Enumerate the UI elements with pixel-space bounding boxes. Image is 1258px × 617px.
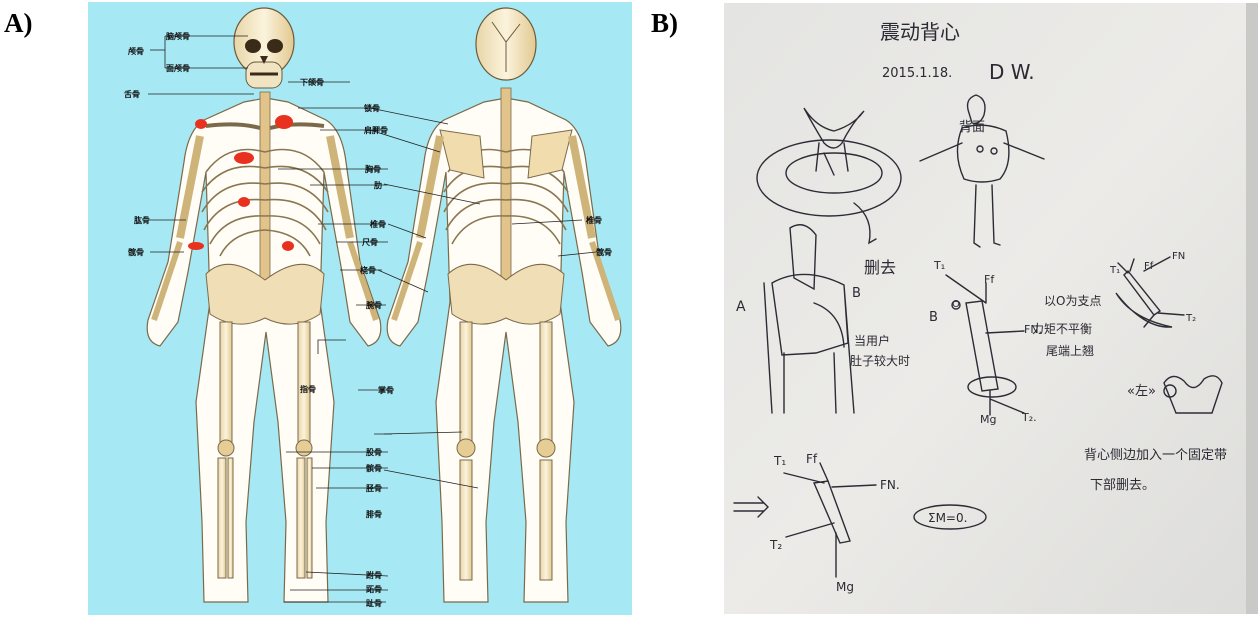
sketch-page: 震动背心 2015.1.18. D W. xyxy=(724,3,1258,614)
design-sketch: 震动背心 2015.1.18. D W. xyxy=(724,3,1258,614)
moment-equation: ΣM=0. xyxy=(928,511,967,525)
force-ff-b: Ff xyxy=(1144,261,1154,272)
label-metatarsal: 跖骨 xyxy=(366,584,382,594)
label-rib: 肋 xyxy=(374,180,382,190)
force-mg-c: Mg xyxy=(836,580,854,594)
label-tarsal: 跗骨 xyxy=(366,570,382,580)
force-t2-b: T₂ xyxy=(1185,313,1196,324)
force-t2-c: T₂ xyxy=(769,538,782,552)
pregnant-note-2: 肚子较大时 xyxy=(850,353,910,368)
label-hip-back: 髋骨 xyxy=(596,247,612,257)
label-tibia: 胫骨 xyxy=(365,483,382,493)
sketch-author: D W. xyxy=(989,60,1035,84)
force-o: O xyxy=(952,299,960,310)
label-delete: 删去 xyxy=(864,258,896,277)
force-ff-c: Ff xyxy=(806,452,818,466)
panel-label-b: B) xyxy=(651,8,678,39)
label-hip: 髋骨 xyxy=(128,247,144,257)
label-sternum: 胸骨 xyxy=(365,164,381,174)
force-t2-a: T₂. xyxy=(1021,411,1037,424)
label-hand: 掌骨 xyxy=(378,385,394,395)
panel-label-a: A) xyxy=(4,8,33,39)
sketch-title: 震动背心 xyxy=(880,20,960,44)
mark-b-right: B xyxy=(929,310,938,325)
force-ff-a: Ff xyxy=(984,273,995,286)
label-radius: 桡骨 xyxy=(360,265,376,275)
label-carpal: 腕骨 xyxy=(365,300,382,310)
force-t1-b: T₁ xyxy=(1109,265,1120,276)
force-fn-b: FN xyxy=(1172,251,1185,262)
label-toe: 趾骨 xyxy=(366,598,382,608)
force-t1-a: T₁ xyxy=(933,259,945,272)
label-vertebra-back: 椎骨 xyxy=(585,215,602,225)
right-note-3: 尾端上翘 xyxy=(1046,344,1094,358)
skeleton-illustration: 颅骨 脑颅骨 面颅骨 下颌骨 舌骨 锁骨 肩胛骨 胸骨 肋 肱骨 椎骨 尺骨 髋… xyxy=(88,2,632,615)
label-clavicle: 锁骨 xyxy=(364,103,380,113)
label-mandible: 下颌骨 xyxy=(300,77,324,87)
label-femur: 股骨 xyxy=(366,447,382,457)
force-fn-a: FN. xyxy=(1024,323,1042,336)
label-hyoid: 舌骨 xyxy=(124,89,140,99)
pregnant-note-1: 当用户 xyxy=(854,333,890,348)
label-vertebra-front: 椎骨 xyxy=(369,219,386,229)
label-fibula: 腓骨 xyxy=(366,509,382,519)
left-mark: «左» xyxy=(1127,384,1156,399)
label-patella: 髌骨 xyxy=(366,463,382,473)
label-ulna: 尺骨 xyxy=(362,237,378,247)
label-facial: 面颅骨 xyxy=(166,63,190,73)
force-t1-c: T₁ xyxy=(773,454,786,468)
mark-a: A xyxy=(736,299,746,315)
bottom-note-2: 下部删去。 xyxy=(1090,478,1155,493)
force-fn-c: FN. xyxy=(880,478,900,492)
label-skull: 颅骨 xyxy=(128,46,144,56)
label-cranium: 脑颅骨 xyxy=(165,31,190,41)
force-mg-a: Mg xyxy=(980,413,996,426)
mark-b-left: B xyxy=(852,286,861,301)
label-back-view: 背面 xyxy=(959,120,985,135)
label-scapula: 肩胛骨 xyxy=(364,125,388,135)
bottom-note-1: 背心侧边加入一个固定带 xyxy=(1084,448,1227,463)
sketch-date: 2015.1.18. xyxy=(882,66,952,81)
skeleton-chart: 颅骨 脑颅骨 面颅骨 下颌骨 舌骨 锁骨 肩胛骨 胸骨 肋 肱骨 椎骨 尺骨 髋… xyxy=(88,2,632,615)
label-humerus: 肱骨 xyxy=(134,215,150,225)
label-phalanges: 指骨 xyxy=(300,384,316,394)
right-note-1: 以O为支点 xyxy=(1044,294,1101,308)
